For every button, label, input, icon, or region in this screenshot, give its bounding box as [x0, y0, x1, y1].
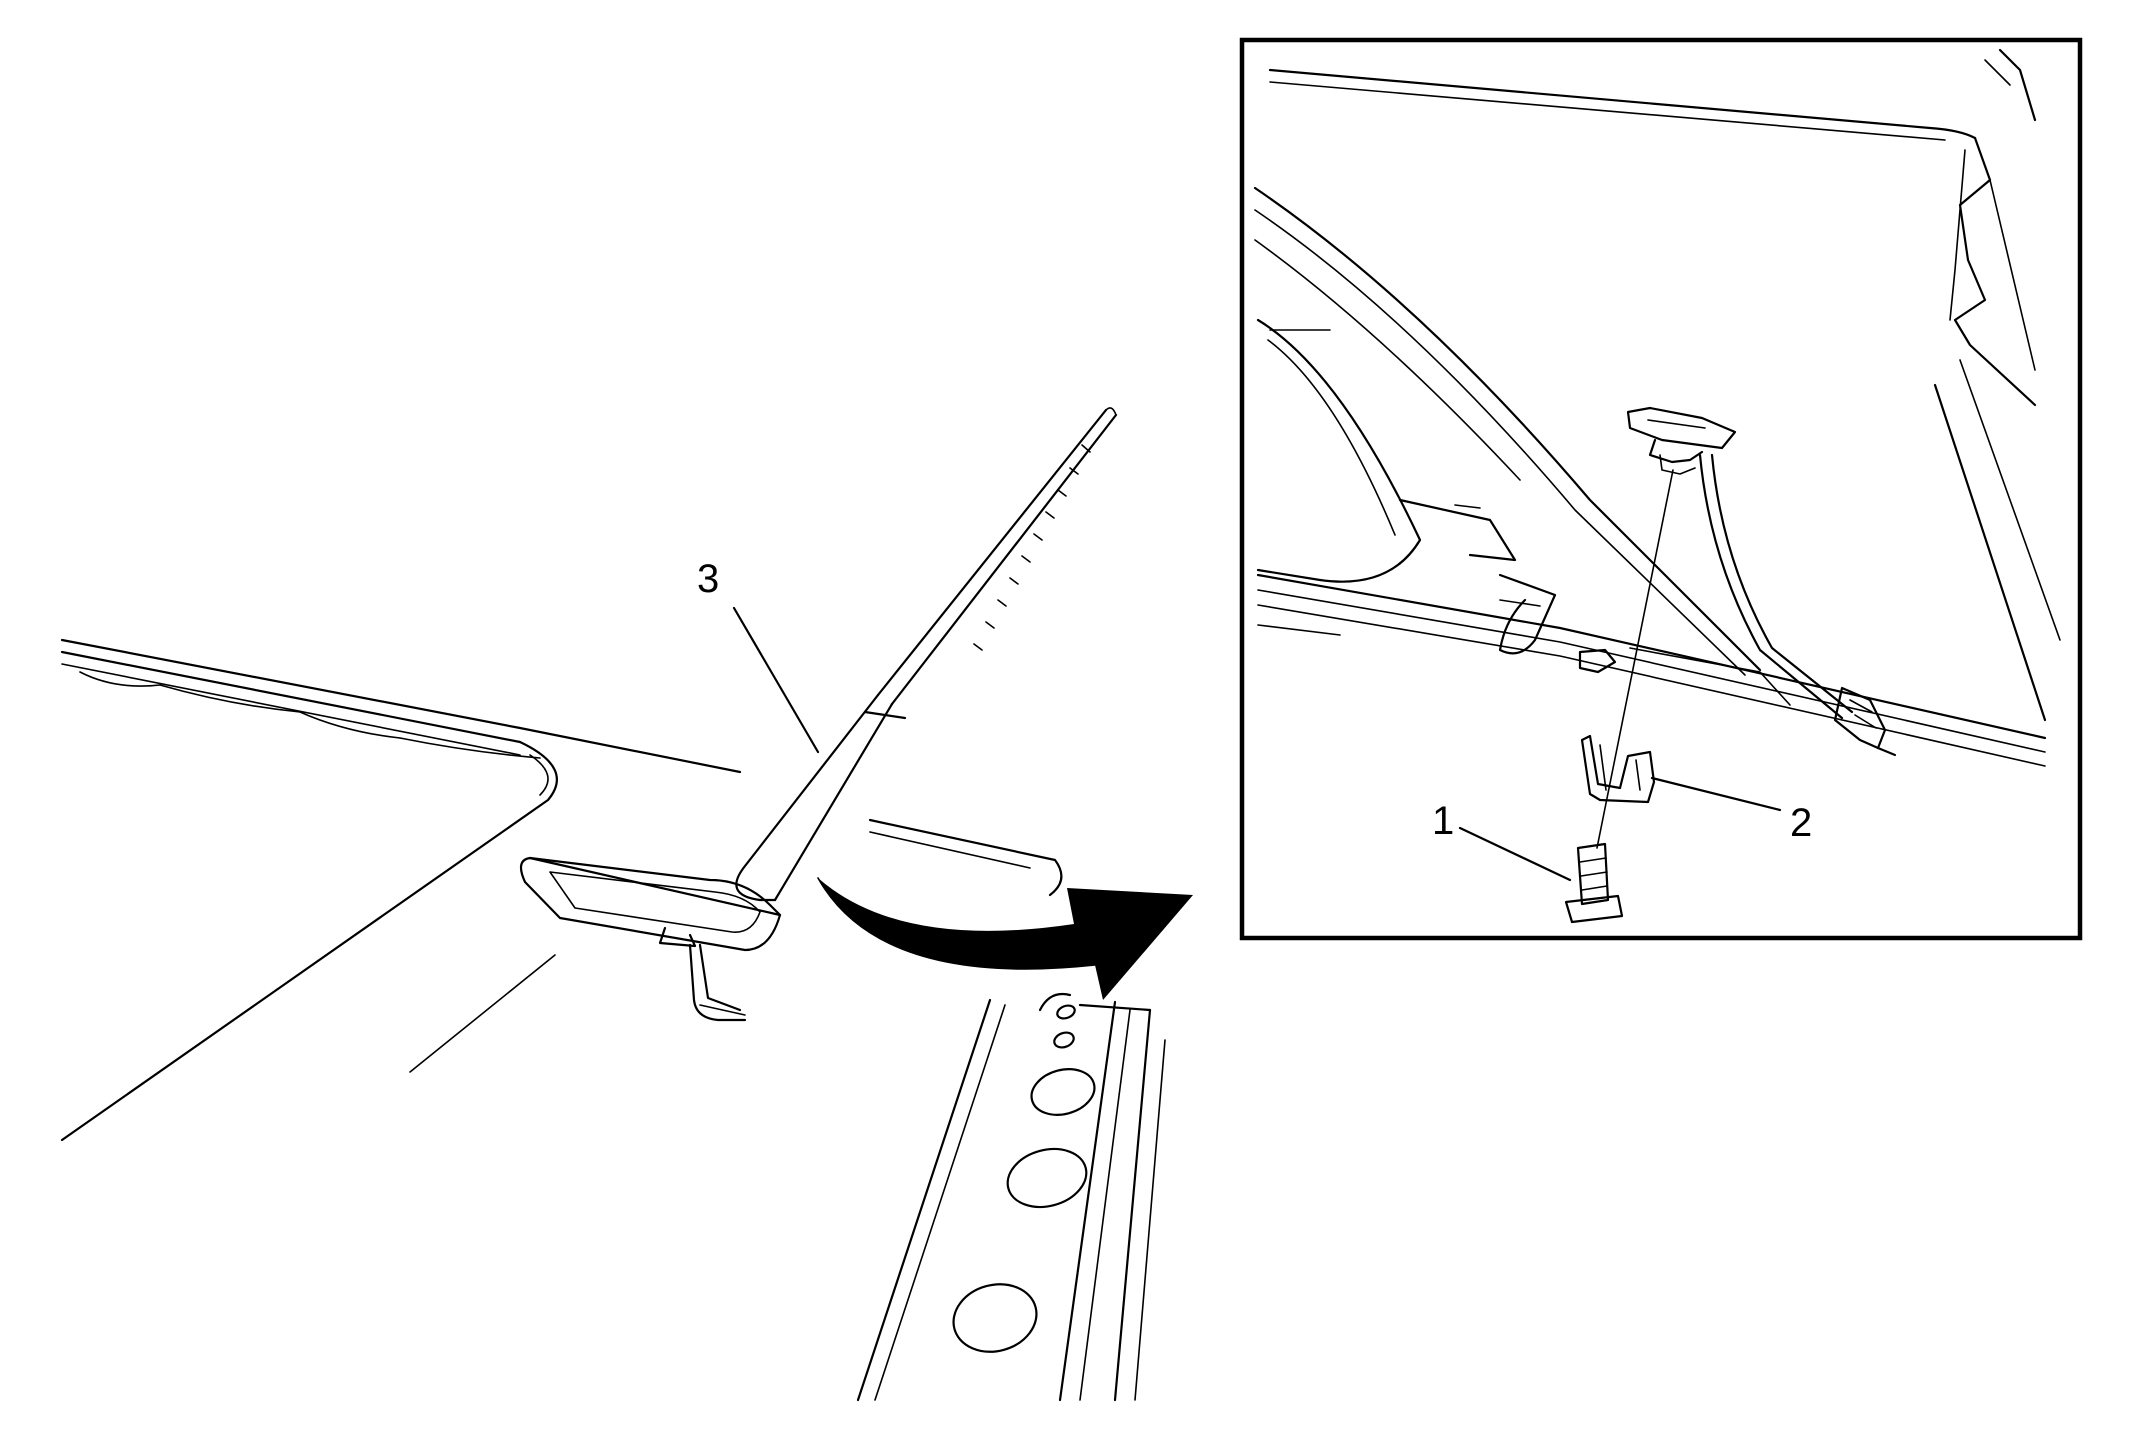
detail-inset: [1239, 37, 2083, 941]
callout-label-2: 2: [1790, 801, 1812, 845]
antenna: [519, 407, 1118, 1022]
body-pillar: [856, 992, 1166, 1402]
direction-arrow: [817, 877, 1193, 1000]
callout-label-3: 3: [697, 557, 719, 601]
roof-panel: [60, 638, 1063, 1142]
callout-label-1: 1: [1432, 799, 1454, 843]
callout-nut: 1: [1432, 799, 1572, 882]
callout-antenna: 3: [697, 557, 820, 754]
inset-frame: [1239, 37, 2083, 941]
callout-clip: 2: [1650, 776, 1812, 845]
